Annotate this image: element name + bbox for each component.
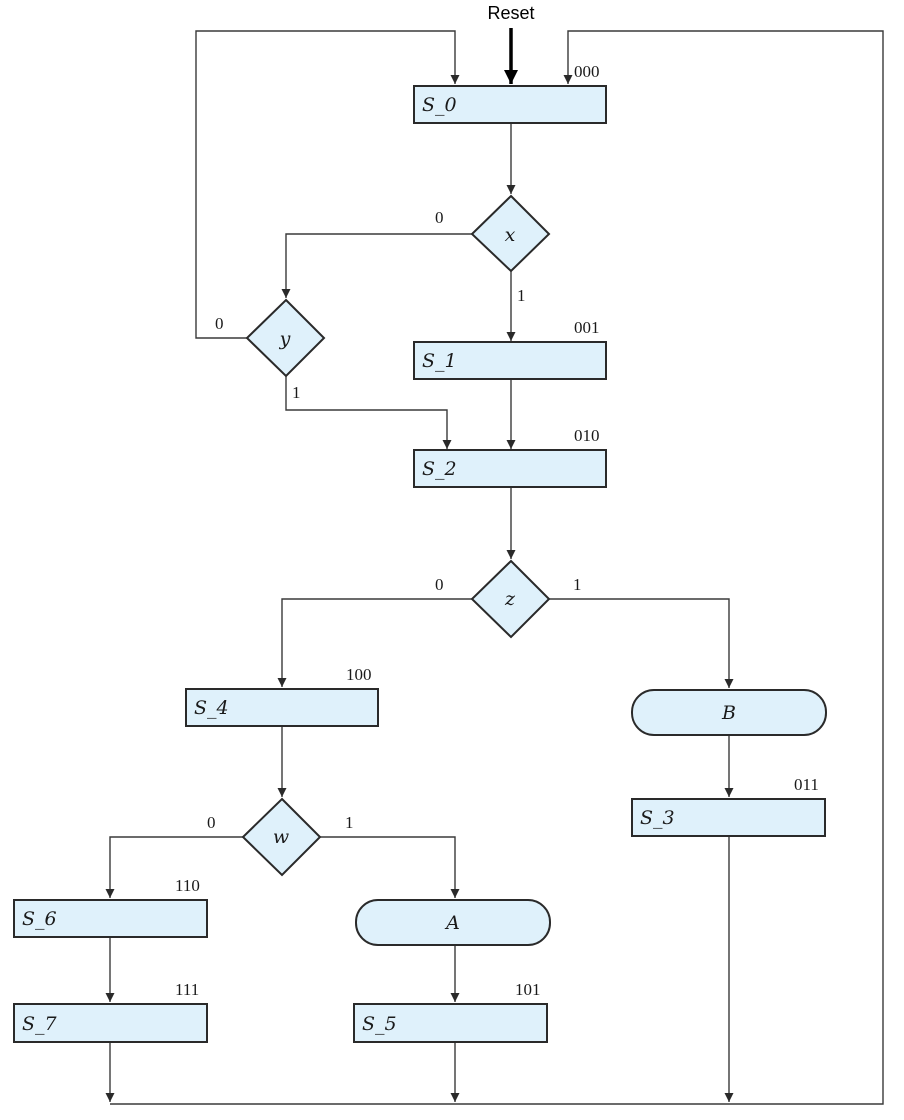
state-s0-box xyxy=(413,85,607,124)
state-s5-box xyxy=(353,1003,548,1043)
state-s6-code: 110 xyxy=(175,876,200,895)
state-s1: S_1 001 xyxy=(413,318,607,380)
wire-z0-to-s4 xyxy=(277,598,472,687)
state-s2: S_2 010 xyxy=(413,426,607,488)
wire-return-to-s0 xyxy=(110,30,884,1105)
wire-y1-to-s2 xyxy=(285,376,452,449)
output-a-label: A xyxy=(444,912,460,934)
decision-y-true-label: 1 xyxy=(292,383,301,402)
wire-w0-to-s6 xyxy=(105,836,243,898)
state-s7-box xyxy=(13,1003,208,1043)
decision-w-diamond xyxy=(241,797,322,877)
decision-w-var: w xyxy=(273,826,289,848)
state-s1-box xyxy=(413,341,607,380)
decision-w-false-label: 0 xyxy=(207,813,216,832)
decision-x-true-label: 1 xyxy=(517,286,526,305)
state-s2-code: 010 xyxy=(574,426,600,445)
decision-z-diamond xyxy=(470,559,551,639)
decision-x-var: x xyxy=(505,224,516,246)
decision-z-false-label: 0 xyxy=(435,575,444,594)
decision-y-var: y xyxy=(279,328,291,350)
state-s6-box xyxy=(13,899,208,938)
state-s0-name: S_0 xyxy=(422,94,457,116)
wire-x0-to-y xyxy=(281,233,472,298)
decision-w-true-label: 1 xyxy=(345,813,354,832)
decision-z-true-label: 1 xyxy=(573,575,582,594)
output-a-box xyxy=(355,899,551,946)
wire-y0-to-s0 xyxy=(195,30,460,339)
output-b: B xyxy=(631,689,827,736)
decision-y: y 0 1 xyxy=(215,298,326,402)
decision-y-diamond xyxy=(245,298,326,378)
state-s4-box xyxy=(185,688,379,727)
output-b-label: B xyxy=(721,702,736,724)
output-a: A xyxy=(355,899,551,946)
decision-y-false-label: 0 xyxy=(215,314,224,333)
state-s5-name: S_5 xyxy=(362,1013,397,1035)
state-s6: S_6 110 xyxy=(13,876,208,938)
state-s7: S_7 111 xyxy=(13,980,208,1043)
state-s6-name: S_6 xyxy=(22,908,57,930)
wire-z1-to-b xyxy=(549,598,734,688)
state-s1-name: S_1 xyxy=(422,350,457,372)
reset-label: Reset xyxy=(487,3,534,23)
state-s7-code: 111 xyxy=(175,980,199,999)
state-s3: S_3 011 xyxy=(631,775,826,837)
state-s3-name: S_3 xyxy=(640,807,675,829)
state-s4-name: S_4 xyxy=(194,697,229,719)
state-s3-box xyxy=(631,798,826,837)
decision-x-false-label: 0 xyxy=(435,208,444,227)
state-s0-code: 000 xyxy=(574,62,600,81)
state-s4-code: 100 xyxy=(346,665,372,684)
state-s2-name: S_2 xyxy=(422,458,457,480)
wire-w1-to-a xyxy=(320,836,460,898)
decision-w: w 0 1 xyxy=(207,797,354,877)
state-s4: S_4 100 xyxy=(185,665,379,727)
decision-x: x 0 1 xyxy=(435,194,551,305)
state-s5: S_5 101 xyxy=(353,980,548,1043)
state-s0: S_0 000 xyxy=(413,62,607,124)
state-s3-code: 011 xyxy=(794,775,819,794)
state-s2-box xyxy=(413,449,607,488)
state-s1-code: 001 xyxy=(574,318,600,337)
decision-z-var: z xyxy=(504,588,516,610)
state-s7-name: S_7 xyxy=(22,1013,58,1035)
decision-x-diamond xyxy=(470,194,551,273)
decision-z: z 0 1 xyxy=(435,559,582,639)
output-b-box xyxy=(631,689,827,736)
state-s5-code: 101 xyxy=(515,980,541,999)
